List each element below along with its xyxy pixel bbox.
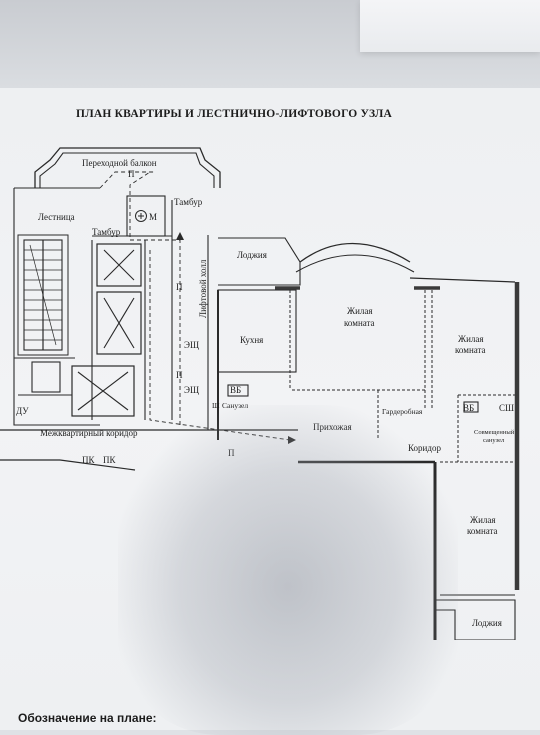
label-loggia-bottom: Лоджия [472, 618, 502, 628]
balcony-outline [34, 147, 221, 188]
label-door-p-2: П [176, 370, 183, 380]
label-sh-small: Ш [212, 401, 220, 410]
label-combined-bathroom-line2: санузел [483, 437, 505, 444]
label-bathroom: Санузел [222, 401, 248, 410]
arrow-right-icon [288, 436, 296, 444]
label-living-room-2-line2: комната [455, 345, 486, 355]
label-kitchen: Кухня [240, 335, 263, 345]
label-hall: Прихожая [313, 422, 352, 432]
label-door-p-corridor: П [228, 448, 235, 458]
label-loggia-top: Лоджия [237, 250, 267, 260]
top-loggia-outline [218, 237, 301, 286]
label-balcony: Переходной балкон [82, 158, 157, 168]
stair-steps [24, 240, 62, 350]
stair-box [17, 234, 69, 356]
arrow-up-icon [176, 232, 184, 240]
label-door-p-balcony: П [128, 169, 135, 179]
label-pk-1: ПК [82, 455, 95, 465]
label-lift-hall: Лифтовой холл [198, 259, 208, 318]
label-living-room-3-line2: комната [467, 526, 498, 536]
document-title: ПЛАН КВАРТИРЫ И ЛЕСТНИЧНО-ЛИФТОВОГО УЗЛА [76, 108, 393, 120]
label-eshch-2: ЭЩ [184, 385, 199, 395]
legend-heading: Обозначение на плане: [18, 711, 157, 725]
label-stairs: Лестница [38, 212, 75, 222]
label-vb-kitchen: ВБ [230, 385, 241, 395]
label-corridor: Коридор [408, 443, 441, 453]
label-combined-bathroom-line1: Совмещенный [474, 429, 515, 436]
bay-window [299, 242, 411, 263]
label-vestibule-left: Тамбур [92, 227, 121, 237]
label-vestibule-top: Тамбур [174, 197, 203, 207]
label-door-p-1: П [176, 282, 183, 292]
label-living-room-1-line2: комната [344, 318, 375, 328]
label-pk-2: ПК [103, 455, 116, 465]
lift-shaft-3 [71, 365, 135, 417]
label-m-mark: М [149, 212, 157, 222]
label-eshch-1: ЭЩ [184, 340, 199, 350]
label-living-room-2-line1: Жилая [458, 334, 484, 344]
label-du: ДУ [16, 406, 29, 416]
label-living-room-1-line1: Жилая [347, 306, 373, 316]
stair-block-wall [13, 188, 100, 426]
label-wardrobe: Гардеробная [382, 407, 423, 416]
lift-shaft-1 [96, 243, 142, 287]
label-vb-combined: ВБ [463, 403, 474, 413]
floor-plan: Переходной балкон П Лестница М Тамбур Та… [0, 147, 520, 640]
lift-shaft-2 [96, 291, 142, 355]
background-sheet [360, 0, 540, 52]
label-inter-apartment-corridor: Межквартирный коридор [40, 428, 138, 438]
label-sh-combined: СШ [499, 403, 514, 413]
label-living-room-3-line1: Жилая [470, 515, 496, 525]
